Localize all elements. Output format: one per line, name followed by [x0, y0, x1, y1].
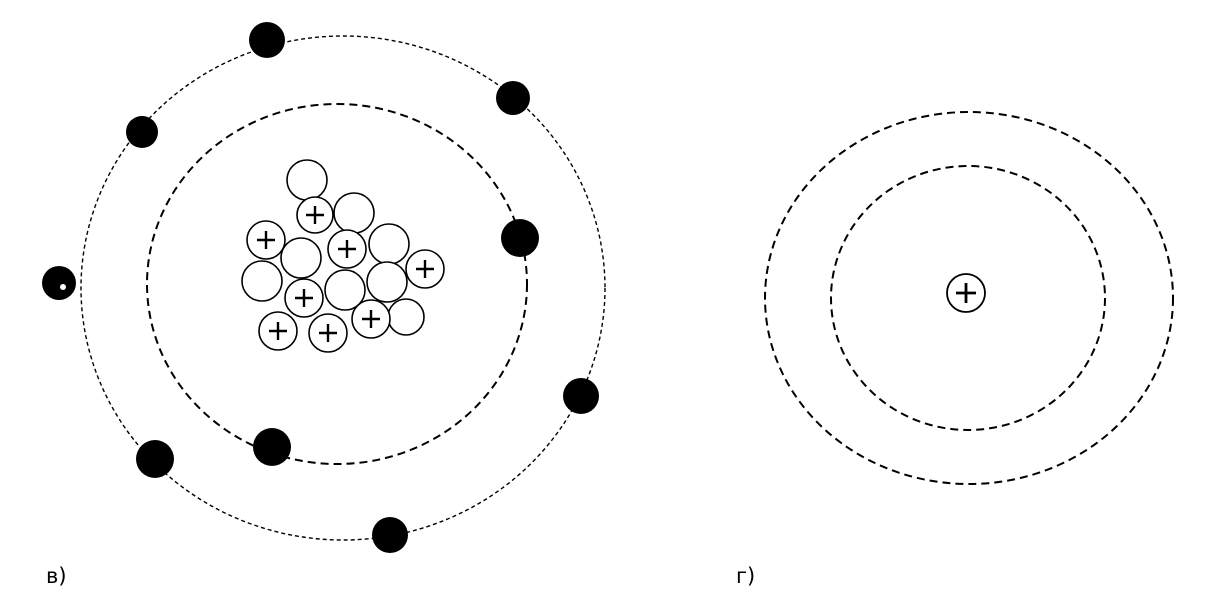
- electron: [496, 81, 530, 115]
- neutron: [366, 261, 408, 303]
- electron: [42, 266, 76, 300]
- electron: [253, 428, 291, 466]
- neutron: [286, 159, 328, 201]
- neutron: [280, 237, 322, 279]
- right-atom: [764, 111, 1174, 485]
- neutron: [387, 298, 425, 336]
- neutron: [333, 192, 375, 234]
- neutron: [241, 260, 283, 302]
- proton: [296, 196, 334, 234]
- proton: [258, 311, 298, 351]
- neutron: [324, 269, 366, 311]
- electron: [136, 440, 174, 478]
- panel-label-g: г): [736, 564, 756, 588]
- proton: [405, 249, 445, 289]
- right-inner-orbit: [830, 165, 1106, 431]
- panel-label-v: в): [46, 564, 67, 588]
- left-atom: [42, 22, 606, 553]
- proton: [246, 220, 286, 260]
- electron: [563, 378, 599, 414]
- proton: [284, 278, 324, 318]
- electron: [372, 517, 408, 553]
- left-outer-orbit: [80, 35, 606, 541]
- neutron: [368, 223, 410, 265]
- proton: [327, 229, 367, 269]
- electron: [126, 116, 158, 148]
- proton: [308, 313, 348, 353]
- left-nucleus: [241, 159, 445, 353]
- right-outer-orbit: [764, 111, 1174, 485]
- proton: [351, 299, 391, 339]
- electron-highlight: [60, 284, 66, 290]
- electron: [249, 22, 285, 58]
- proton: [946, 273, 986, 313]
- left-inner-orbit: [146, 103, 528, 465]
- electron: [501, 219, 539, 257]
